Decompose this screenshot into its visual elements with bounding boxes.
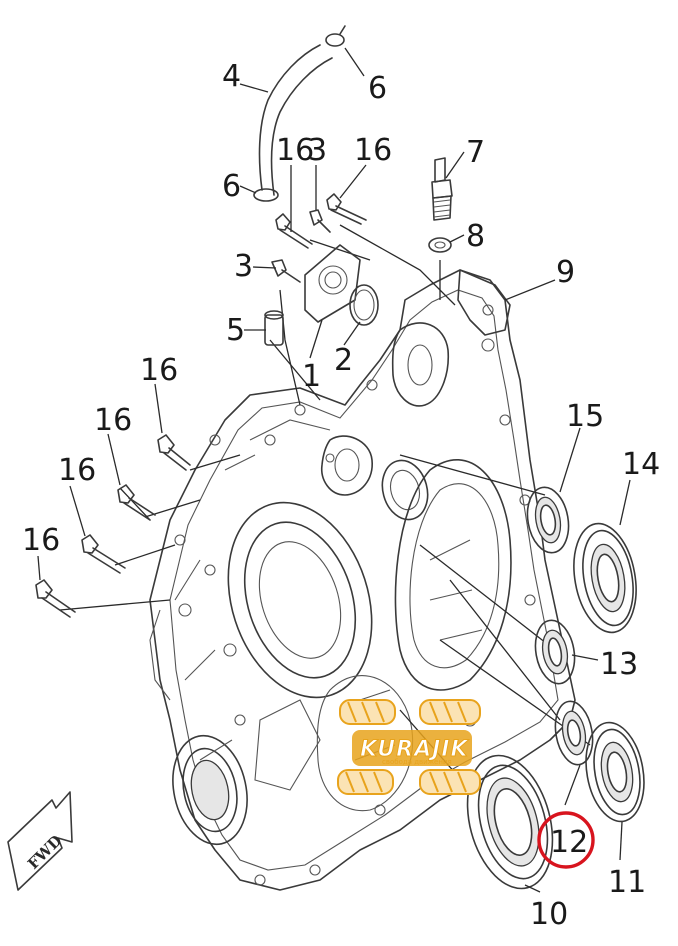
oil-seal-15 [526, 486, 570, 554]
bolt [275, 213, 313, 249]
callout-16-top-left: 16 [276, 133, 314, 168]
o-ring [349, 284, 379, 326]
callout-16-d: 16 [22, 523, 60, 558]
oil-seal-12 [554, 700, 594, 766]
callout-leader-lines [37, 47, 631, 893]
hose-clamp [325, 25, 346, 47]
callout-8: 8 [466, 219, 485, 254]
assembly-guide-lines [59, 224, 591, 791]
callout-6-top: 6 [368, 71, 387, 106]
callout-15: 15 [566, 399, 604, 434]
breather-fitting [264, 310, 284, 346]
bearing-14 [573, 522, 637, 634]
bearing-10 [466, 754, 554, 890]
callout-3-top: 3 [308, 133, 327, 168]
breather-hose [258, 44, 333, 196]
callout-6-mid: 6 [222, 169, 241, 204]
callout-13: 13 [600, 647, 638, 682]
callout-3-mid: 3 [234, 249, 253, 284]
callout-1: 1 [302, 359, 321, 394]
drain-plug [431, 157, 453, 221]
hose-clamp [253, 188, 279, 202]
callout-4: 4 [222, 59, 241, 94]
callout-7: 7 [466, 135, 485, 170]
callout-14: 14 [622, 447, 660, 482]
callout-16-b: 16 [94, 403, 132, 438]
callout-11: 11 [608, 865, 646, 900]
callout-9: 9 [556, 255, 575, 290]
kurajik-watermark: KURAJIK свобода движения [337, 699, 481, 795]
cover-plate [304, 244, 361, 323]
callout-16-c: 16 [58, 453, 96, 488]
callout-12: 12 [550, 825, 588, 860]
sealing-washer [428, 237, 452, 253]
forward-direction-arrow: FWD [7, 791, 73, 891]
highlight-circle [537, 811, 595, 869]
callout-labels: 4 6 16 3 16 6 7 8 9 3 5 1 2 16 16 16 16 … [22, 59, 660, 932]
callout-2: 2 [334, 343, 353, 378]
small-bolt [271, 259, 301, 283]
callout-5: 5 [226, 313, 245, 348]
bolt [326, 193, 367, 225]
bearing-11 [585, 721, 645, 823]
bolt [157, 434, 191, 471]
small-bolt [309, 209, 331, 233]
bolt [35, 579, 76, 618]
callout-16-top-right: 16 [354, 133, 392, 168]
oil-seal-13 [534, 619, 576, 685]
watermark-tagline: свобода движения [382, 758, 452, 766]
bolt [81, 534, 126, 574]
crankcase-housing [149, 269, 576, 891]
watermark-brand: KURAJIK [360, 737, 469, 762]
bolts-16 [35, 193, 367, 618]
callout-10: 10 [530, 897, 568, 932]
callout-16-a: 16 [140, 353, 178, 388]
bolt [117, 484, 156, 521]
